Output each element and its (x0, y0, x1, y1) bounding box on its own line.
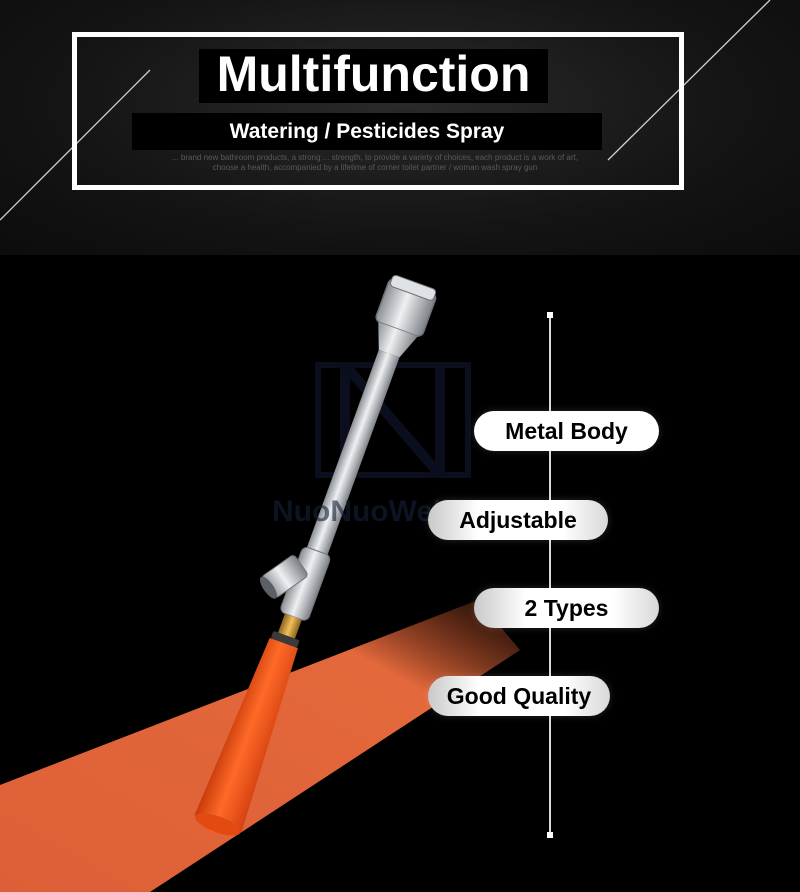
timeline-cap-top (547, 312, 553, 318)
watermark-brand-text: NuoNuoWell (272, 495, 450, 528)
fineprint: ... brand new bathroom products, a stron… (150, 153, 600, 173)
fineprint-line-1: ... brand new bathroom products, a stron… (172, 153, 578, 162)
feature-adjustable: Adjustable (428, 500, 608, 540)
product-showcase: NuoNuoWell Metal Body Adjustable 2 Types… (0, 255, 800, 892)
feature-2-types: 2 Types (474, 588, 659, 628)
feature-good-quality: Good Quality (428, 676, 610, 716)
product-art (0, 274, 520, 892)
page-subtitle: Watering / Pesticides Spray (229, 120, 505, 143)
subtitle-backdrop (132, 113, 602, 150)
header-banner: Multifunction Watering / Pesticides Spra… (0, 0, 800, 255)
fineprint-line-2: choose a health, accompanied by a lifeti… (212, 163, 538, 172)
timeline-cap-bottom (547, 832, 553, 838)
page-title: Multifunction (216, 46, 531, 102)
feature-metal-body: Metal Body (474, 411, 659, 451)
spray-gun-illustration (194, 274, 437, 836)
feature-timeline (549, 315, 551, 835)
header-frame (72, 32, 684, 190)
title-backdrop (199, 49, 548, 103)
